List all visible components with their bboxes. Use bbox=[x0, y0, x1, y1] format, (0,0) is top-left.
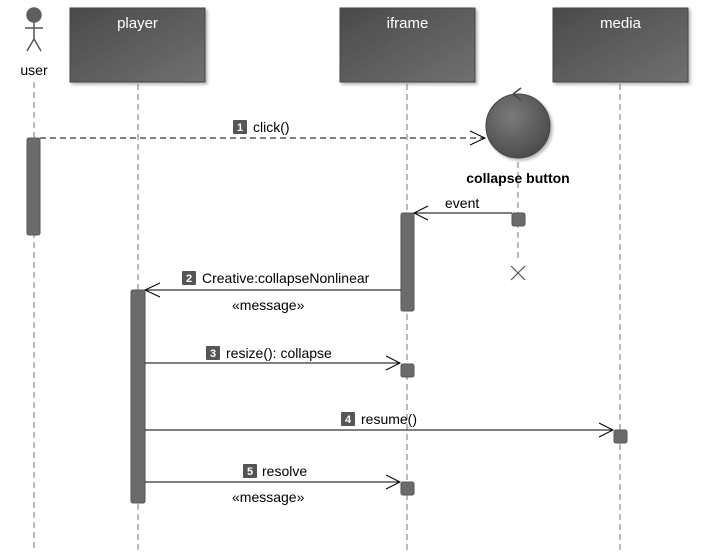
iframe-activation-1 bbox=[400, 212, 415, 312]
user-activation bbox=[26, 137, 41, 236]
stick-figure-icon bbox=[25, 7, 43, 52]
message-3[interactable]: 3 resize(): collapse bbox=[145, 345, 402, 371]
media-label: media bbox=[600, 15, 642, 32]
message-label: resume() bbox=[361, 411, 417, 427]
open-arrow-icon bbox=[469, 130, 487, 146]
message-1[interactable]: 1 click() bbox=[40, 119, 487, 146]
number-badge bbox=[233, 120, 247, 134]
open-arrow-icon bbox=[385, 355, 402, 371]
message-label: resize(): collapse bbox=[226, 345, 332, 361]
iframe-activation-2 bbox=[400, 363, 415, 378]
open-arrow-icon bbox=[385, 474, 402, 490]
message-number: 5 bbox=[247, 466, 253, 478]
message-event[interactable]: event bbox=[412, 195, 512, 221]
number-badge bbox=[182, 271, 196, 285]
message-stereotype: «message» bbox=[232, 489, 305, 505]
iframe-activation-3 bbox=[400, 481, 415, 496]
player-participant[interactable]: player bbox=[69, 7, 206, 83]
control-activation bbox=[511, 212, 526, 227]
number-badge bbox=[243, 464, 257, 478]
collapse-button-control[interactable]: collapse button bbox=[466, 87, 570, 186]
media-participant[interactable]: media bbox=[552, 7, 689, 83]
control-label: collapse button bbox=[466, 170, 569, 186]
user-label: user bbox=[20, 62, 48, 78]
message-label: resolve bbox=[262, 463, 307, 479]
open-arrow-icon bbox=[143, 282, 161, 298]
message-5[interactable]: 5 resolve «message» bbox=[145, 463, 402, 505]
user-actor[interactable]: user bbox=[20, 7, 48, 78]
message-number: 1 bbox=[237, 122, 243, 134]
open-arrow-icon bbox=[598, 422, 615, 438]
control-arrow-icon bbox=[512, 87, 522, 101]
message-number: 4 bbox=[345, 414, 352, 426]
message-label: click() bbox=[253, 119, 290, 135]
message-number: 3 bbox=[210, 348, 216, 360]
message-label: Creative:collapseNonlinear bbox=[202, 270, 370, 286]
player-label: player bbox=[117, 15, 158, 32]
player-activation bbox=[130, 289, 146, 504]
media-activation bbox=[613, 429, 628, 444]
message-label: event bbox=[445, 195, 479, 211]
control-icon bbox=[485, 93, 551, 159]
message-2[interactable]: 2 Creative:collapseNonlinear «message» bbox=[143, 270, 401, 313]
number-badge bbox=[206, 346, 220, 360]
open-arrow-icon bbox=[412, 205, 429, 221]
message-4[interactable]: 4 resume() bbox=[145, 411, 615, 438]
message-stereotype: «message» bbox=[232, 297, 305, 313]
iframe-label: iframe bbox=[387, 15, 429, 32]
iframe-participant[interactable]: iframe bbox=[339, 7, 476, 83]
number-badge bbox=[341, 412, 355, 426]
message-number: 2 bbox=[186, 273, 192, 285]
destroy-icon bbox=[510, 265, 526, 281]
